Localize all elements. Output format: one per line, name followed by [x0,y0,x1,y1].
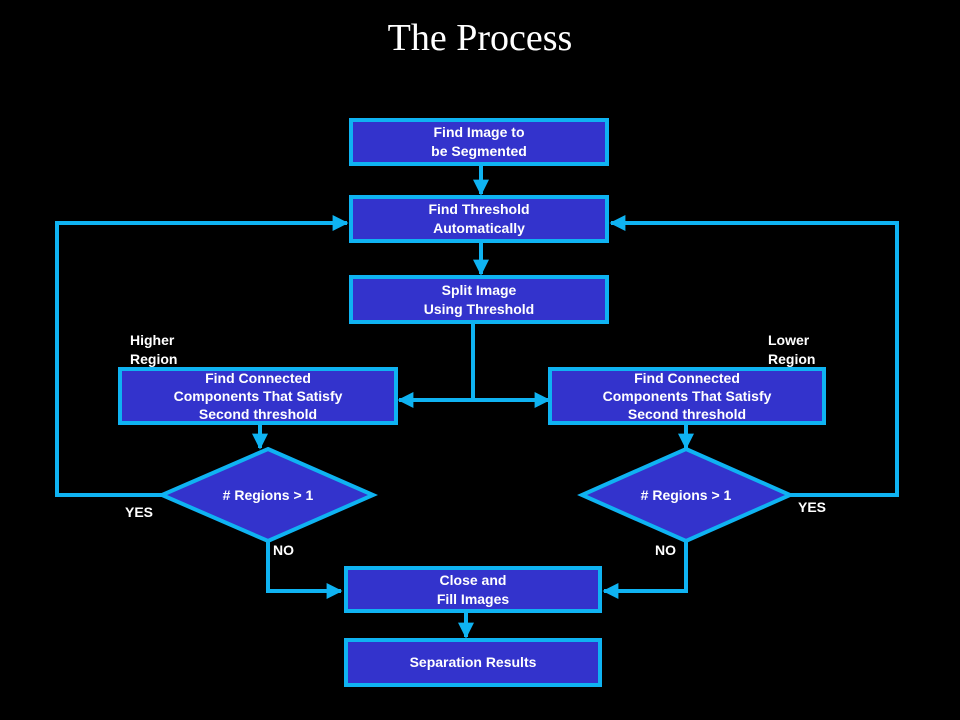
node-separation-results: Separation Results [344,638,602,687]
node-find-image-line2: be Segmented [431,143,527,159]
label-no-left: NO [273,542,294,558]
label-lower-region-line1: Lower [768,332,810,348]
connector-right-yes-loop [609,215,899,497]
node-split-image-line1: Split Image [441,281,517,298]
node-split-image: Split Image Using Threshold [349,275,609,324]
label-higher-region: Higher Region [130,331,177,369]
node-find-image: Find Image to be Segmented [349,118,609,166]
node-find-threshold-line2: Automatically [433,220,525,236]
decision-left-label: # Regions > 1 [222,487,314,503]
node-find-connected-left: Find Connected Components That Satisfy S… [118,367,398,425]
decision-diamond-right [577,446,795,544]
node-split-image-line2: Using Threshold [423,300,535,317]
node-find-connected-right-line3: Second threshold [627,406,747,422]
node-find-connected-right-line2: Components That Satisfy [602,388,772,404]
label-higher-region-line2: Region [130,351,178,367]
label-yes-left: YES [125,504,154,520]
label-higher-region-line1: Higher [130,332,175,348]
connector-left-yes-loop [55,215,349,497]
node-find-connected-left-line1: Find Connected [205,370,311,386]
node-find-threshold-line1: Find Threshold [428,201,530,217]
label-no-right: NO [655,542,676,558]
label-lower-region-line2: Region [768,351,816,367]
node-separation-results-label: Separation Results [409,654,537,670]
decision-right-label: # Regions > 1 [640,487,732,503]
node-close-fill-line1: Close and [439,571,507,588]
node-close-fill: Close and Fill Images [344,566,602,613]
label-lower-region: Lower Region [768,331,815,369]
node-find-connected-right: Find Connected Components That Satisfy S… [548,367,826,425]
node-find-threshold: Find Threshold Automatically [349,195,609,243]
label-yes-right: YES [798,499,827,515]
node-find-connected-right-line1: Find Connected [634,370,740,386]
node-find-connected-left-line3: Second threshold [198,406,318,422]
decision-diamond-left [156,446,378,544]
connector-right-no [602,540,688,599]
connector-left-no [266,540,343,599]
page-title: The Process [387,17,573,59]
node-close-fill-line2: Fill Images [436,590,510,607]
node-find-connected-left-line2: Components That Satisfy [173,388,343,404]
node-find-image-line1: Find Image to [433,124,525,140]
